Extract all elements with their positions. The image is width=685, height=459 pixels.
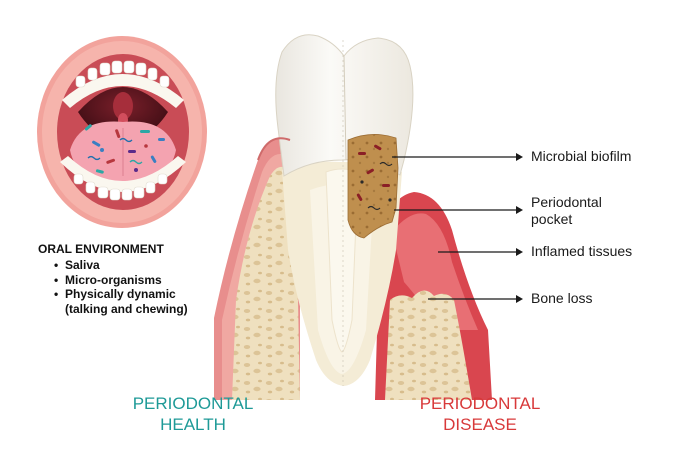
oral-environment-title: ORAL ENVIRONMENT [38,242,164,256]
label-inflamed-tissues: Inflamed tissues [531,243,633,259]
label-periodontal-pocket-line1: Periodontal [531,194,602,210]
label-bone-loss: Bone loss [531,290,593,306]
disease-caption-line1: PERIODONTAL [419,394,541,413]
label-microbial-biofilm: Microbial biofilm [531,148,632,164]
tooth-cross-section [214,34,492,400]
periodontal-disease-caption: PERIODONTAL DISEASE [410,393,550,435]
oral-environment-list: Saliva Micro-organisms Physically dynami… [54,258,188,316]
oral-environment-item: Physically dynamic [54,287,188,302]
oral-environment-item: Saliva [54,258,188,273]
pointer-arrows [392,153,523,303]
health-caption-line1: PERIODONTAL [132,394,254,413]
open-mouth-illustration [37,36,207,228]
inflamed-tissue [392,213,478,330]
oral-environment-item-continuation: (talking and chewing) [65,301,188,316]
periodontal-health-caption: PERIODONTAL HEALTH [128,393,258,435]
micro-organisms-in-mouth [84,124,165,174]
alveolar-bone-health [232,166,300,400]
microbial-biofilm [347,134,399,239]
biofilm-bacteria [356,144,393,211]
label-periodontal-pocket-line2: pocket [531,211,573,227]
oral-environment-item: Micro-organisms [54,273,188,288]
disease-caption-line2: DISEASE [443,415,517,434]
health-caption-line2: HEALTH [160,415,226,434]
alveolar-bone-disease [385,290,472,400]
